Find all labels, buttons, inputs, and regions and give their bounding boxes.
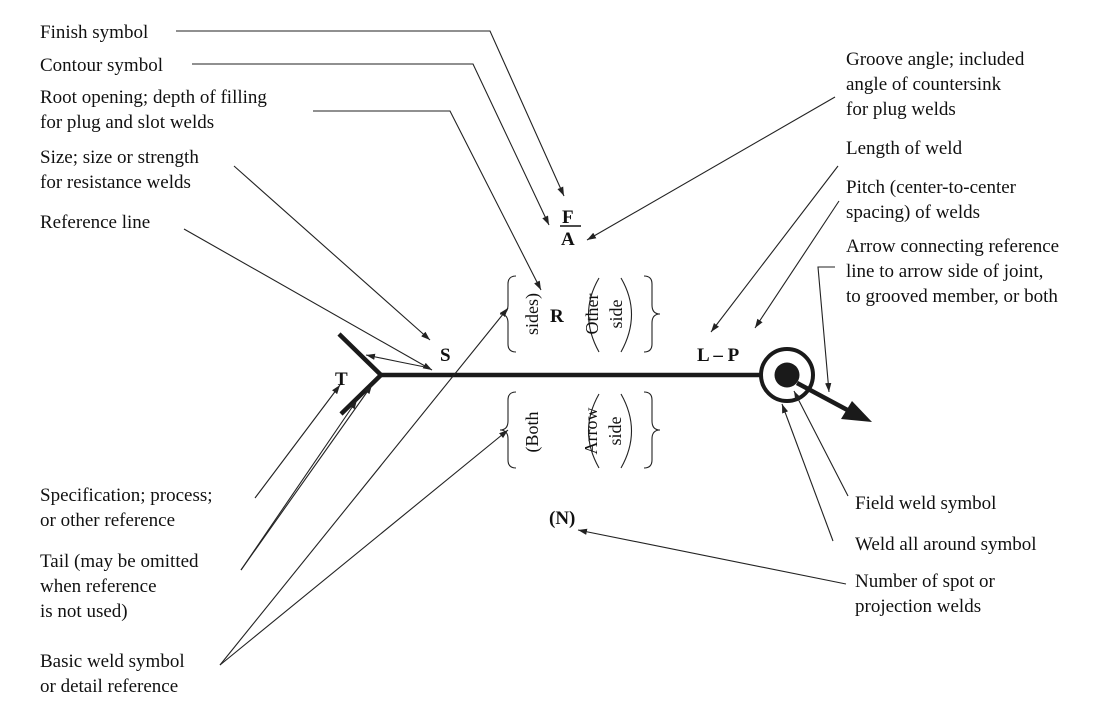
arrow-line xyxy=(795,381,855,415)
field-weld-label: Field weld symbol xyxy=(855,493,996,514)
root-opening-letter: R xyxy=(550,306,564,327)
root-opening-leader xyxy=(313,110,542,291)
tail-leader-1 xyxy=(240,399,358,571)
finish-symbol-label: Finish symbol xyxy=(40,22,148,43)
length-leader xyxy=(710,165,839,333)
spot-welds-leader xyxy=(577,528,847,585)
groove-angle-letter: A xyxy=(561,229,575,250)
specification-letter: T xyxy=(335,369,348,390)
both-text: (Both xyxy=(522,411,543,452)
arrow-connecting-label: Arrow connecting reference line to arrow… xyxy=(846,236,1064,307)
arrow-head xyxy=(841,401,872,422)
other-side-open-paren xyxy=(587,277,600,353)
sides-text: sides) xyxy=(522,293,543,335)
contour-symbol-label: Contour symbol xyxy=(40,55,163,76)
arrow-text: Arrow xyxy=(581,408,601,455)
size-leader xyxy=(233,165,431,341)
right-brace-bottom xyxy=(643,391,661,469)
groove-angle-label: Groove angle; included angle of counters… xyxy=(846,49,1029,120)
basic-weld-leader-2 xyxy=(219,429,509,666)
basic-weld-symbol-label: Basic weld symbol or detail reference xyxy=(40,651,189,697)
tail-label: Tail (may be omitted when reference is n… xyxy=(40,551,203,622)
arrow-side-close-paren xyxy=(620,393,633,469)
other-text: Other xyxy=(582,294,602,335)
weld-all-around-circle xyxy=(759,347,815,403)
arrow-side-group: (Both Arrow side xyxy=(499,391,661,469)
finish-letter: F xyxy=(562,207,574,228)
leader-lines xyxy=(176,30,849,666)
contour-leader xyxy=(192,63,550,226)
other-side-close-paren xyxy=(620,277,633,353)
field-weld-leader xyxy=(793,390,849,497)
specification-label: Specification; process; or other referen… xyxy=(40,485,217,531)
length-of-weld-label: Length of weld xyxy=(846,138,963,159)
left-brace-top xyxy=(499,275,517,353)
other-side-group: sides) Other side xyxy=(499,275,661,353)
field-weld-flag xyxy=(774,362,800,388)
specification-leader xyxy=(254,384,341,499)
reference-line-label: Reference line xyxy=(40,212,150,233)
groove-angle-leader xyxy=(586,96,836,241)
tail-pointer xyxy=(365,353,431,369)
size-label: Size; size or strength for resistance we… xyxy=(40,147,204,193)
other-side-text: side xyxy=(606,299,626,328)
spot-welds-label: Number of spot or projection welds xyxy=(855,571,1000,617)
length-pitch-text: L – P xyxy=(697,345,740,366)
root-opening-label: Root opening; depth of filling for plug … xyxy=(40,87,272,133)
finish-leader xyxy=(176,30,565,197)
basic-weld-leader-1 xyxy=(219,307,509,666)
right-brace-top xyxy=(643,275,661,353)
number-of-welds-text: (N) xyxy=(549,508,575,529)
arrow-side-text: side xyxy=(605,416,625,445)
pitch-label: Pitch (center-to-center spacing) of weld… xyxy=(846,177,1021,223)
weld-all-around-leader xyxy=(781,403,834,542)
tail-leader-2 xyxy=(240,384,373,571)
size-letter: S xyxy=(440,345,451,366)
arrow-connecting-leader xyxy=(817,266,835,393)
weld-all-around-label: Weld all around symbol xyxy=(855,534,1037,555)
arrow-side-open-paren xyxy=(587,393,600,469)
reference-line-leader xyxy=(183,228,433,371)
weld-symbol xyxy=(337,332,872,422)
pitch-leader xyxy=(754,200,840,329)
